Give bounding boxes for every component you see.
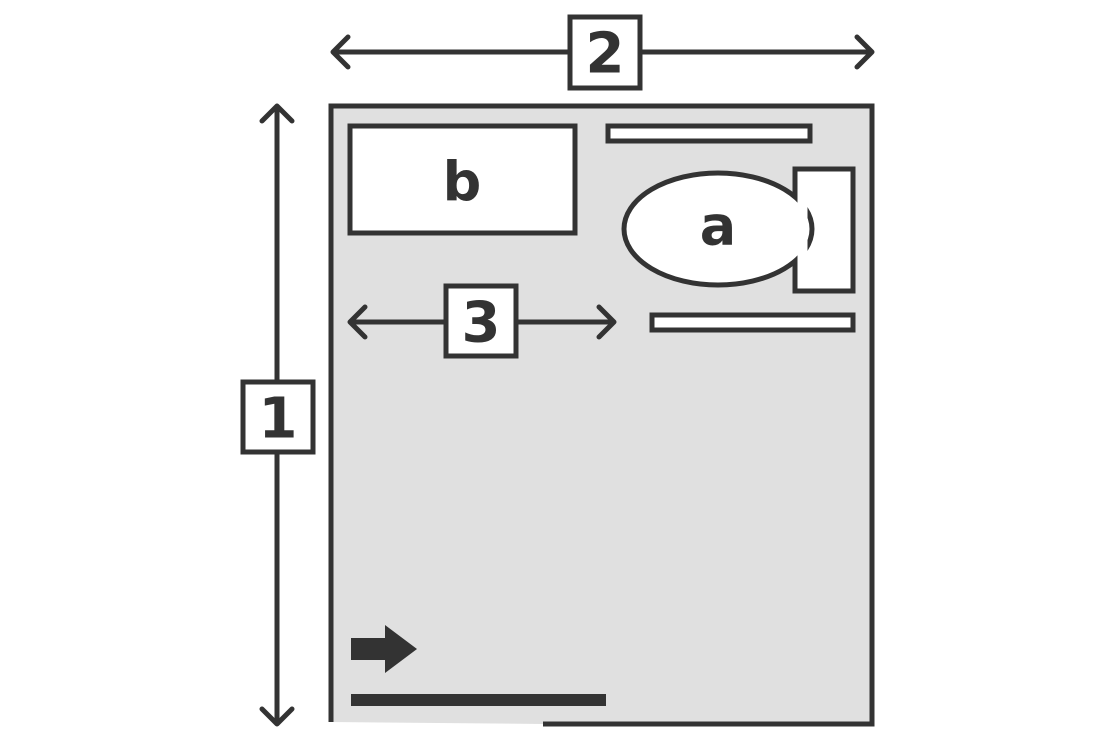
- height-dimension: 1: [240, 103, 316, 727]
- toilet: a: [621, 166, 856, 294]
- width-label-box: [567, 14, 643, 91]
- top-grab-bar: [605, 123, 813, 144]
- room-fill-bottom: [333, 710, 870, 722]
- height-arrowhead-top: [259, 103, 295, 124]
- height-arrowhead-bottom: [259, 706, 295, 727]
- width-dimension: 2: [330, 14, 875, 91]
- clearance-label-box: [443, 283, 519, 359]
- arrow-right-icon: [351, 625, 417, 673]
- clearance-label: 3: [462, 291, 501, 356]
- lower-grab-bar: [649, 312, 856, 333]
- clearance-arrowhead-right: [596, 304, 617, 340]
- height-label-box: [240, 379, 316, 455]
- vanity: b: [347, 123, 578, 236]
- width-arrowhead-left: [330, 34, 351, 70]
- clearance-arrowhead-left: [347, 304, 368, 340]
- height-label: 1: [259, 387, 298, 452]
- vanity-box: [347, 123, 578, 236]
- vanity-label: b: [443, 151, 482, 214]
- width-label: 2: [586, 22, 625, 87]
- door-threshold: [351, 694, 606, 706]
- toilet-bowl: [621, 170, 815, 288]
- clearance-dimension: 3: [347, 283, 617, 359]
- width-arrowhead-right: [854, 34, 875, 70]
- toilet-label: a: [700, 195, 736, 258]
- toilet-joint-cover: [797, 184, 808, 274]
